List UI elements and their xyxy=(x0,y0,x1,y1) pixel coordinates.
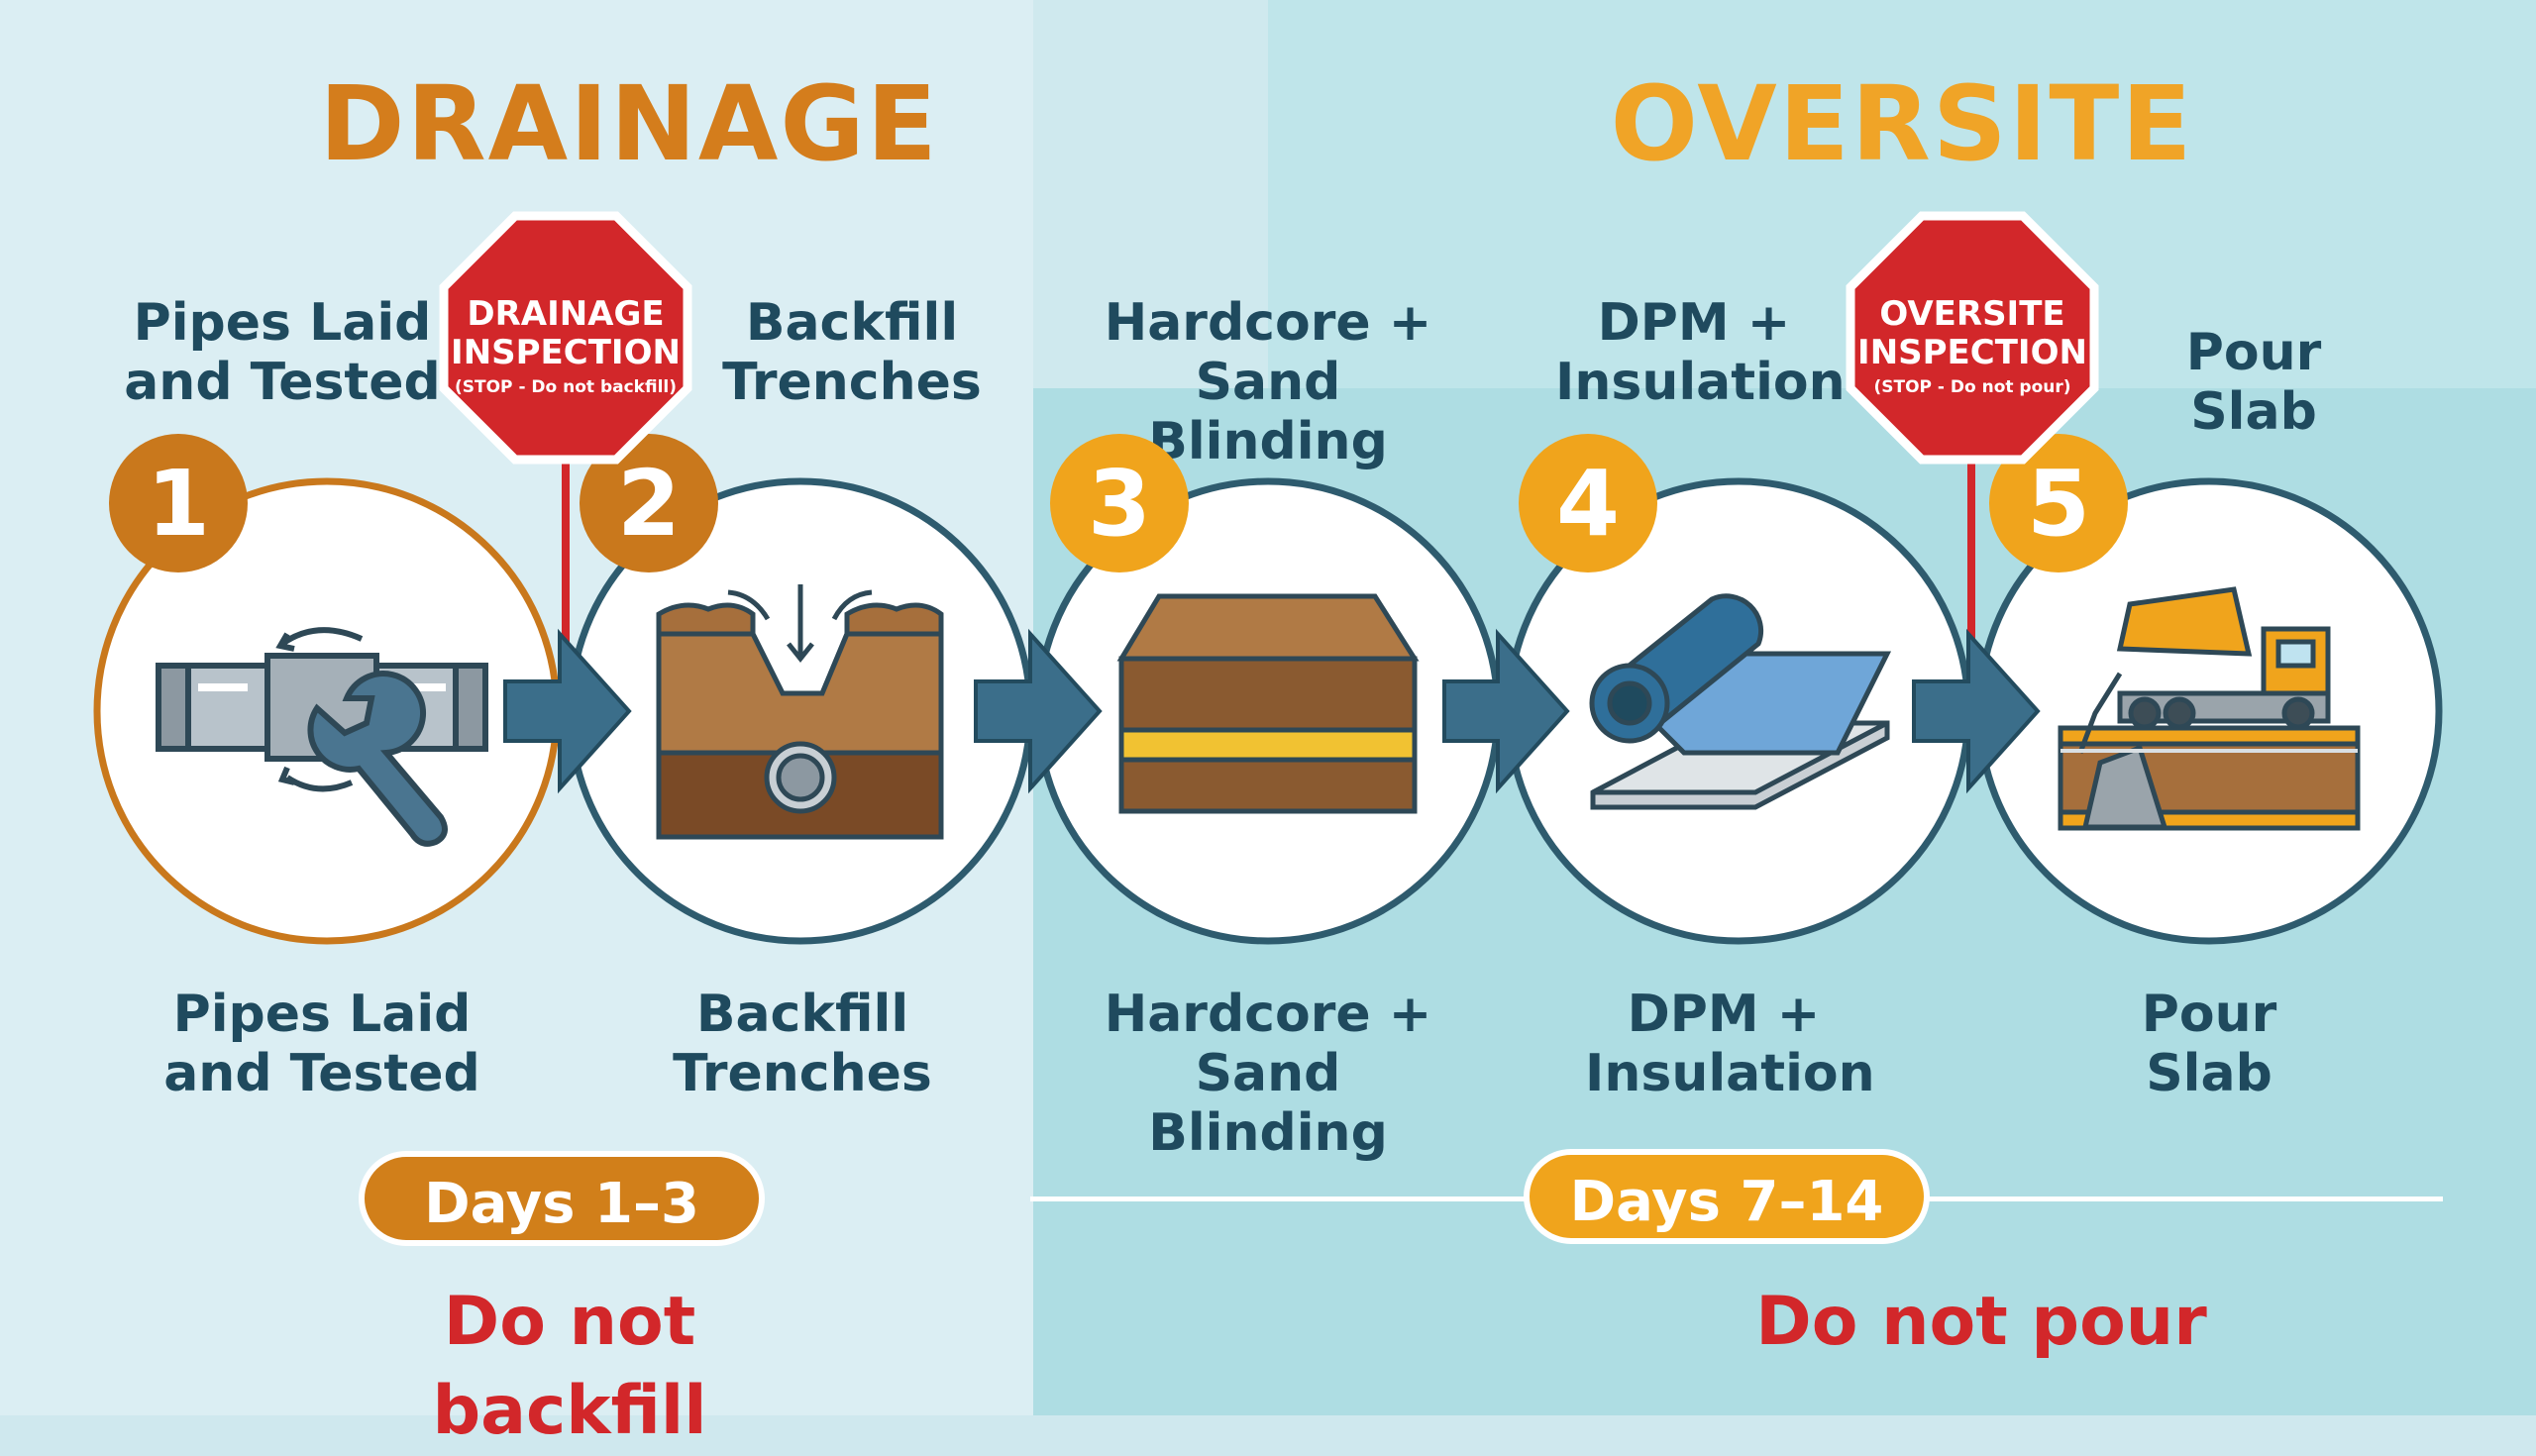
stage-4-top-label: DPM + Insulation xyxy=(1555,293,1846,412)
drainage-sign-post xyxy=(562,456,570,644)
stage-2-top-label: Backfill Trenches xyxy=(722,293,982,412)
drainage-heading: DRAINAGE xyxy=(319,63,939,184)
oversite-sign-line2: INSPECTION xyxy=(1857,333,2087,372)
oversite-inspection-sign: OVERSITE INSPECTION (STOP - Do not pour) xyxy=(1846,211,2099,465)
oversite-sign-note: (STOP - Do not pour) xyxy=(1873,377,2070,397)
process-diagram: 1 2 3 4 5 DRAINAGE INSPECTION (STOP - Do… xyxy=(93,211,2443,945)
pipe-wrench-icon xyxy=(156,627,488,847)
stage-2-number: 2 xyxy=(617,451,681,557)
oversite-heading: OVERSITE xyxy=(1610,63,2194,184)
stage-3-number: 3 xyxy=(1088,451,1151,557)
stage-3-top-label: Hardcore + Sand Blinding xyxy=(1104,293,1432,471)
stage-2-badge xyxy=(580,434,718,572)
drainage-inspection-sign: DRAINAGE INSPECTION (STOP - Do not backf… xyxy=(439,211,692,465)
stage-4-bottom-label: DPM + Insulation xyxy=(1585,985,1875,1103)
concrete-mixer-truck-icon xyxy=(2058,586,2361,831)
stage-1-badge xyxy=(109,434,248,572)
stage-5-number: 5 xyxy=(2027,451,2090,557)
transition-background xyxy=(1033,0,1268,388)
stage-1-bottom-label: Pipes Laid and Tested xyxy=(163,985,480,1103)
oversite-warning: Do not pour xyxy=(1755,1283,2207,1361)
stage-2-bottom-label: Backfill Trenches xyxy=(673,985,932,1103)
stage-4-badge xyxy=(1519,434,1657,572)
arrow-2-3 xyxy=(974,628,1103,794)
stage-1-number: 1 xyxy=(147,451,210,557)
oversite-sign-post xyxy=(1967,456,1975,654)
arrow-4-5 xyxy=(1912,628,2041,794)
drainage-warning: Do not backfill xyxy=(432,1283,707,1450)
stage-5-badge xyxy=(1989,434,2128,572)
membrane-roll-icon xyxy=(1589,593,1892,810)
stage-3-badge xyxy=(1050,434,1189,572)
arrow-3-4 xyxy=(1442,628,1570,794)
drainage-days-pill: Days 1–3 xyxy=(359,1151,765,1246)
stage-5-top-label: Pour Slab xyxy=(2185,323,2322,442)
stage-3-bottom-label: Hardcore + Sand Blinding xyxy=(1104,985,1432,1163)
drainage-sign-note: (STOP - Do not backfill) xyxy=(455,377,677,397)
drainage-sign-line2: INSPECTION xyxy=(451,333,681,372)
stage-4-number: 4 xyxy=(1556,451,1620,557)
drainage-sign-line1: DRAINAGE xyxy=(467,294,664,334)
oversite-sign-line1: OVERSITE xyxy=(1879,294,2064,334)
stage-5-bottom-label: Pour Slab xyxy=(2141,985,2277,1103)
flow-arrows xyxy=(503,628,2041,794)
arrow-1-2 xyxy=(503,628,632,794)
trench-backfill-icon xyxy=(656,584,944,840)
stage-badges: 1 2 3 4 5 xyxy=(109,434,2128,572)
oversite-days-pill: Days 7–14 xyxy=(1524,1149,1930,1244)
layered-ground-icon xyxy=(1116,593,1420,814)
stage-1-top-label: Pipes Laid and Tested xyxy=(124,293,441,412)
